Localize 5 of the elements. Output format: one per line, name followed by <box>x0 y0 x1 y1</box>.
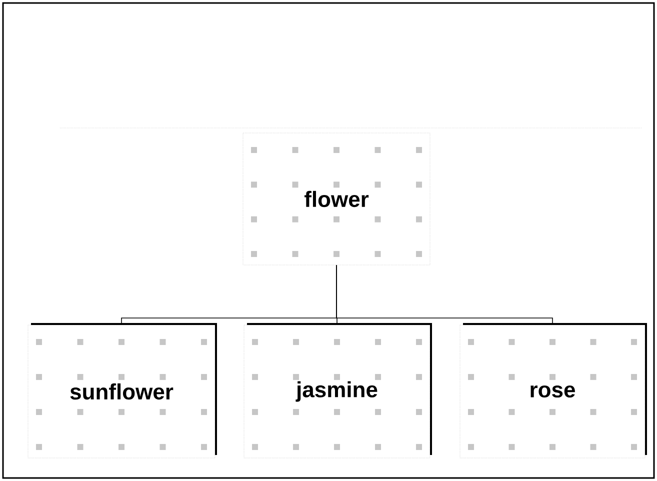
box: sunflower <box>28 322 217 458</box>
box: flower <box>242 132 430 266</box>
box: rose <box>460 322 647 458</box>
box: jasmine <box>244 322 432 458</box>
connector <box>336 264 553 326</box>
